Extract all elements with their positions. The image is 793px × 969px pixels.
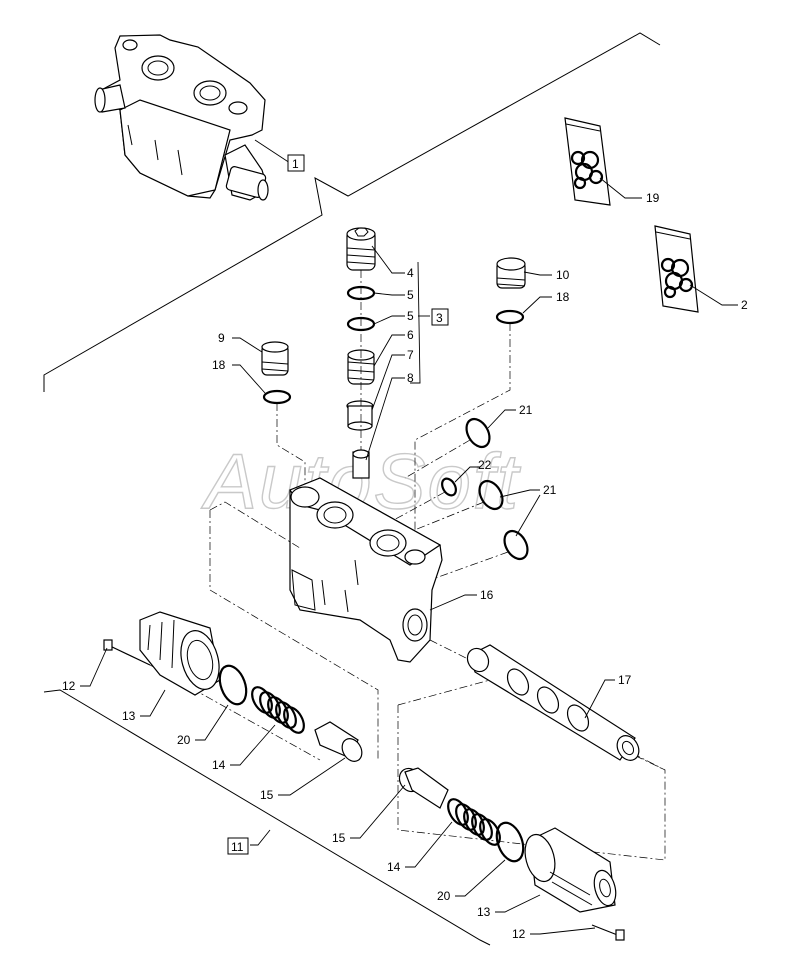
valve-body-16 <box>289 477 443 663</box>
callout-3: 3 <box>436 311 443 325</box>
callout-9: 9 <box>218 331 225 345</box>
callout-4: 4 <box>407 266 414 280</box>
callout-1: 1 <box>292 157 299 171</box>
right-end-cap-assembly <box>398 767 625 941</box>
callout-10: 10 <box>556 268 570 282</box>
assembly-boundary-lines <box>43 32 661 946</box>
callout-21a: 21 <box>519 403 533 417</box>
callout-15a: 15 <box>260 788 274 802</box>
callout-6: 6 <box>407 328 414 342</box>
callout-19: 19 <box>646 191 660 205</box>
spring-14-left <box>251 686 305 734</box>
callout-labels: 1 19 2 4 5 5 6 7 8 3 10 18 9 18 21 22 21… <box>62 154 748 941</box>
callout-17: 17 <box>618 673 632 687</box>
callout-16: 16 <box>480 588 494 602</box>
callout-leader-lines <box>80 139 738 935</box>
callout-box-1 <box>287 154 305 172</box>
callout-21b: 21 <box>543 483 557 497</box>
callout-18a: 18 <box>212 358 226 372</box>
callout-11: 11 <box>231 840 244 854</box>
seal-kit-bag-2 <box>654 225 699 313</box>
callout-box-3 <box>431 308 449 326</box>
callout-2: 2 <box>741 298 748 312</box>
valve-section-assembly-drawing <box>94 34 269 201</box>
callout-7: 7 <box>407 348 414 362</box>
relief-valve-parts-column <box>346 227 376 479</box>
callout-15b: 15 <box>332 831 346 845</box>
spring-14-right <box>447 798 501 846</box>
plug-9-and-ring-18 <box>261 341 306 495</box>
callout-5a: 5 <box>407 288 414 302</box>
callout-8: 8 <box>407 371 414 385</box>
callout-13b: 13 <box>477 905 491 919</box>
callout-5b: 5 <box>407 309 414 323</box>
callout-12b: 12 <box>512 927 526 941</box>
plug-10-and-ring-18 <box>414 257 526 550</box>
callout-20a: 20 <box>177 733 191 747</box>
callout-22: 22 <box>478 458 492 472</box>
callout-18b: 18 <box>556 290 570 304</box>
callout-box-11 <box>227 837 249 855</box>
spool-17 <box>466 644 640 761</box>
left-end-cap-assembly <box>103 611 363 762</box>
callout-14b: 14 <box>387 860 401 874</box>
callout-20b: 20 <box>437 889 451 903</box>
callout-12a: 12 <box>62 679 76 693</box>
seal-kit-bag-19 <box>564 117 611 206</box>
callout-13a: 13 <box>122 709 136 723</box>
callout-14a: 14 <box>212 758 226 772</box>
